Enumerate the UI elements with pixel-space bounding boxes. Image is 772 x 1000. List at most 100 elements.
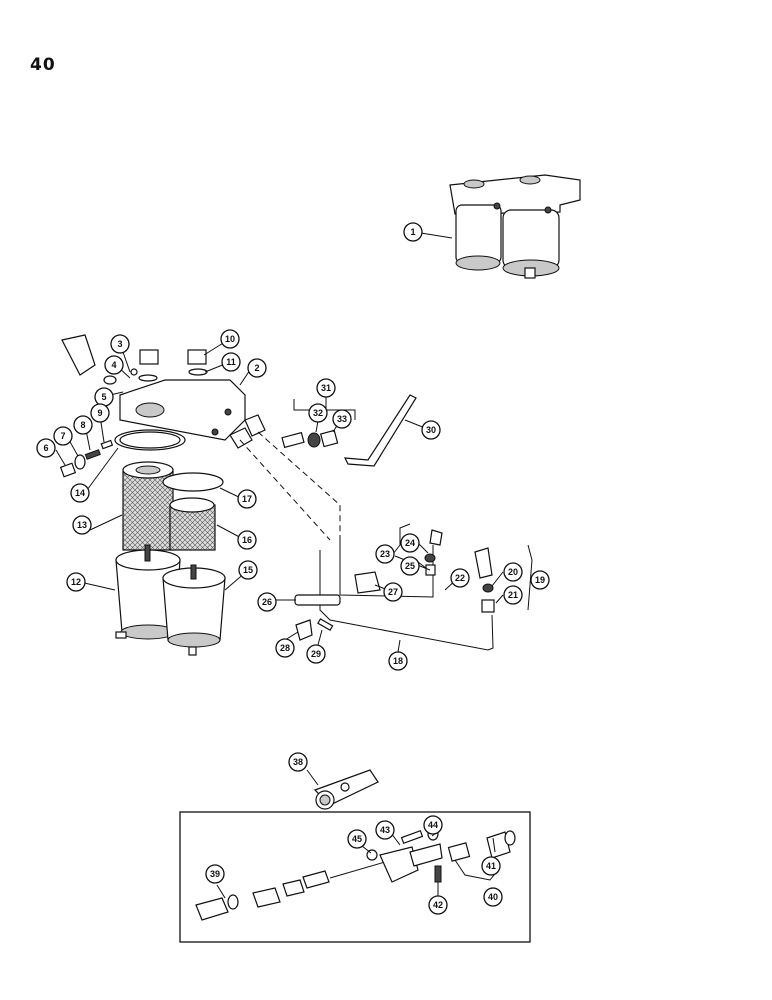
svg-text:10: 10 xyxy=(225,334,235,344)
svg-text:22: 22 xyxy=(455,573,465,583)
callout-45: 45 xyxy=(347,829,367,849)
svg-text:41: 41 xyxy=(486,861,496,871)
callout-20: 20 xyxy=(503,562,523,582)
callout-2: 2 xyxy=(247,358,267,378)
svg-text:32: 32 xyxy=(313,408,323,418)
callout-12: 12 xyxy=(66,572,86,592)
svg-text:30: 30 xyxy=(426,425,436,435)
callout-16: 16 xyxy=(237,530,257,550)
injection-pump-fitting-38 xyxy=(313,769,379,810)
callout-13: 13 xyxy=(72,515,92,535)
gasket-17 xyxy=(162,472,224,492)
callout-43: 43 xyxy=(375,820,395,840)
callout-21: 21 xyxy=(503,585,523,605)
callout-26: 26 xyxy=(257,592,277,612)
callout-42: 42 xyxy=(428,895,448,915)
callout-25: 25 xyxy=(400,556,420,576)
callout-23: 23 xyxy=(375,544,395,564)
callout-44: 44 xyxy=(423,815,443,835)
elbow-fittings xyxy=(229,414,266,449)
svg-text:39: 39 xyxy=(210,869,220,879)
svg-text:20: 20 xyxy=(508,567,518,577)
callout-5: 5 xyxy=(94,387,114,407)
svg-text:23: 23 xyxy=(380,549,390,559)
svg-text:33: 33 xyxy=(337,414,347,424)
callout-22: 22 xyxy=(450,568,470,588)
svg-text:12: 12 xyxy=(71,577,81,587)
svg-text:4: 4 xyxy=(111,360,116,370)
svg-text:11: 11 xyxy=(226,357,236,367)
callout-39: 39 xyxy=(205,864,225,884)
callout-40: 40 xyxy=(483,887,503,907)
svg-text:40: 40 xyxy=(488,892,498,902)
injector-detail-frame xyxy=(179,811,531,943)
callout-18: 18 xyxy=(388,651,408,671)
svg-text:45: 45 xyxy=(352,834,362,844)
callout-29: 29 xyxy=(306,644,326,664)
svg-text:3: 3 xyxy=(117,339,122,349)
callout-6: 6 xyxy=(36,438,56,458)
svg-text:14: 14 xyxy=(75,488,85,498)
assembled-filter-drawing xyxy=(449,174,581,279)
svg-text:29: 29 xyxy=(311,649,321,659)
callout-11: 11 xyxy=(221,352,241,372)
callout-4: 4 xyxy=(104,355,124,375)
callout-38: 38 xyxy=(288,752,308,772)
svg-text:26: 26 xyxy=(262,597,272,607)
svg-text:16: 16 xyxy=(242,535,252,545)
svg-text:13: 13 xyxy=(77,520,87,530)
svg-text:7: 7 xyxy=(60,431,65,441)
fittings-19-25 xyxy=(424,529,495,613)
svg-text:5: 5 xyxy=(101,392,106,402)
svg-text:21: 21 xyxy=(508,590,518,600)
bracket-parts xyxy=(294,571,381,641)
connector-kit-31 xyxy=(281,429,339,449)
callout-19: 19 xyxy=(530,570,550,590)
svg-text:8: 8 xyxy=(80,420,85,430)
svg-text:17: 17 xyxy=(242,494,252,504)
svg-text:9: 9 xyxy=(97,408,102,418)
callout-9: 9 xyxy=(90,403,110,423)
svg-text:27: 27 xyxy=(388,587,398,597)
callout-1: 1 xyxy=(403,222,423,242)
callout-14: 14 xyxy=(70,483,90,503)
callout-27: 27 xyxy=(383,582,403,602)
callout-31: 31 xyxy=(316,378,336,398)
callout-33: 33 xyxy=(332,409,352,429)
filter-element-left xyxy=(122,461,174,551)
callout-30: 30 xyxy=(421,420,441,440)
callout-32: 32 xyxy=(308,403,328,423)
svg-text:25: 25 xyxy=(405,561,415,571)
callout-3: 3 xyxy=(110,334,130,354)
gasket-14 xyxy=(114,429,186,451)
callout-24: 24 xyxy=(400,533,420,553)
svg-text:6: 6 xyxy=(43,443,48,453)
svg-text:43: 43 xyxy=(380,825,390,835)
callout-8: 8 xyxy=(73,415,93,435)
svg-text:31: 31 xyxy=(321,383,331,393)
svg-text:18: 18 xyxy=(393,656,403,666)
svg-text:42: 42 xyxy=(433,900,443,910)
callout-17: 17 xyxy=(237,489,257,509)
callout-10: 10 xyxy=(220,329,240,349)
callout-41: 41 xyxy=(481,856,501,876)
svg-text:1: 1 xyxy=(410,227,415,237)
svg-text:24: 24 xyxy=(405,538,415,548)
filter-head-drawing xyxy=(61,334,246,441)
filter-element-right xyxy=(169,497,216,551)
callout-28: 28 xyxy=(275,638,295,658)
svg-text:19: 19 xyxy=(535,575,545,585)
callout-15: 15 xyxy=(238,560,258,580)
svg-text:44: 44 xyxy=(428,820,438,830)
svg-text:38: 38 xyxy=(293,757,303,767)
callout-7: 7 xyxy=(53,426,73,446)
fuel-lines xyxy=(239,394,494,651)
small-parts-left xyxy=(59,368,138,478)
injector-parts xyxy=(195,827,516,921)
svg-text:15: 15 xyxy=(243,565,253,575)
filter-bowl-right xyxy=(162,564,226,656)
page-number: 40 xyxy=(30,55,56,75)
svg-text:2: 2 xyxy=(254,363,259,373)
svg-text:28: 28 xyxy=(280,643,290,653)
